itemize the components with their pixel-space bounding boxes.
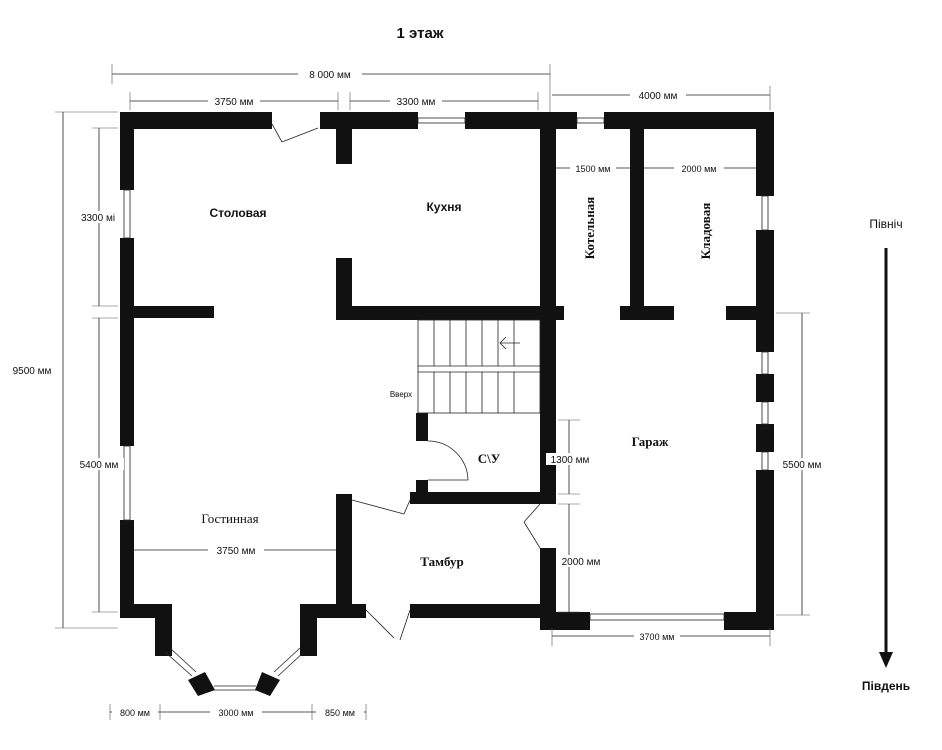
dim-garage-width: 3700 мм [640,632,675,642]
wall [756,374,774,402]
dim-boiler-width: 1500 мм [576,164,611,174]
wall [756,424,774,452]
window [123,189,131,239]
wall [120,112,134,190]
dim-bay-center: 3000 мм [219,708,254,718]
dim-bay-left: 800 мм [120,708,150,718]
wall [188,672,215,696]
wall [540,548,556,618]
dimension-labels: 8 000 мм 3750 мм 3300 мм 4000 мм 1500 мм… [4,68,830,718]
dim-total-height: 9500 мм [13,366,52,377]
staircase [417,319,541,414]
wall [120,520,134,618]
wall [540,112,556,504]
dim-dining-width: 3750 мм [215,97,254,108]
dim-storage-width: 2000 мм [682,164,717,174]
wall [336,112,352,164]
wall [630,112,644,320]
openings [123,117,769,691]
dim-living-width: 3750 мм [217,546,256,557]
wall [120,112,272,129]
wall [540,612,590,630]
room-garage: Гараж [632,434,669,449]
wall [336,494,352,618]
window [417,117,466,124]
wall [410,604,556,618]
garage-gate [589,613,725,621]
wall [336,604,366,618]
wall [120,306,214,318]
compass: Північ Південь [862,217,910,693]
room-bathroom: С\У [478,451,501,466]
dim-garage-block-width: 4000 мм [639,91,678,102]
wall [120,238,134,446]
wall [756,112,774,196]
room-vestibule: Тамбур [420,554,463,569]
wall [155,604,172,656]
wall [724,612,774,630]
room-dining: Столовая [209,206,266,220]
window [761,401,769,425]
wall [416,413,428,441]
dim-kitchen-width: 3300 мм [397,97,436,108]
room-boiler: Котельная [582,197,597,259]
wall [336,258,352,320]
dim-living-height: 5400 мм [80,460,119,471]
dim-dining-height: 3300 мі [81,213,115,224]
wall [336,306,564,320]
room-storage: Кладовая [698,203,713,260]
dim-vestibule-height: 2000 мм [562,557,601,568]
stairs-up-label: Вверх [390,390,412,399]
room-living: Гостинная [201,511,258,526]
wall [465,112,577,129]
south-label: Південь [862,679,910,693]
wall [604,112,774,129]
window [123,445,131,521]
window [761,195,769,231]
wall [756,470,774,630]
window [761,451,769,471]
north-label: Північ [869,217,902,231]
window [761,351,769,375]
wall [756,230,774,352]
wall [255,672,280,696]
room-kitchen: Кухня [426,200,461,214]
plan-title: 1 этаж [397,25,444,42]
dim-garage-height: 5500 мм [783,460,822,471]
arrow-head-icon [879,652,893,668]
wall [620,306,674,320]
walls [120,112,774,696]
dim-bay-right: 850 мм [325,708,355,718]
wall [410,492,556,504]
dim-bath-height: 1300 мм [551,455,590,466]
window [576,117,605,124]
wall [320,112,418,129]
dim-total-width: 8 000 мм [309,70,351,81]
